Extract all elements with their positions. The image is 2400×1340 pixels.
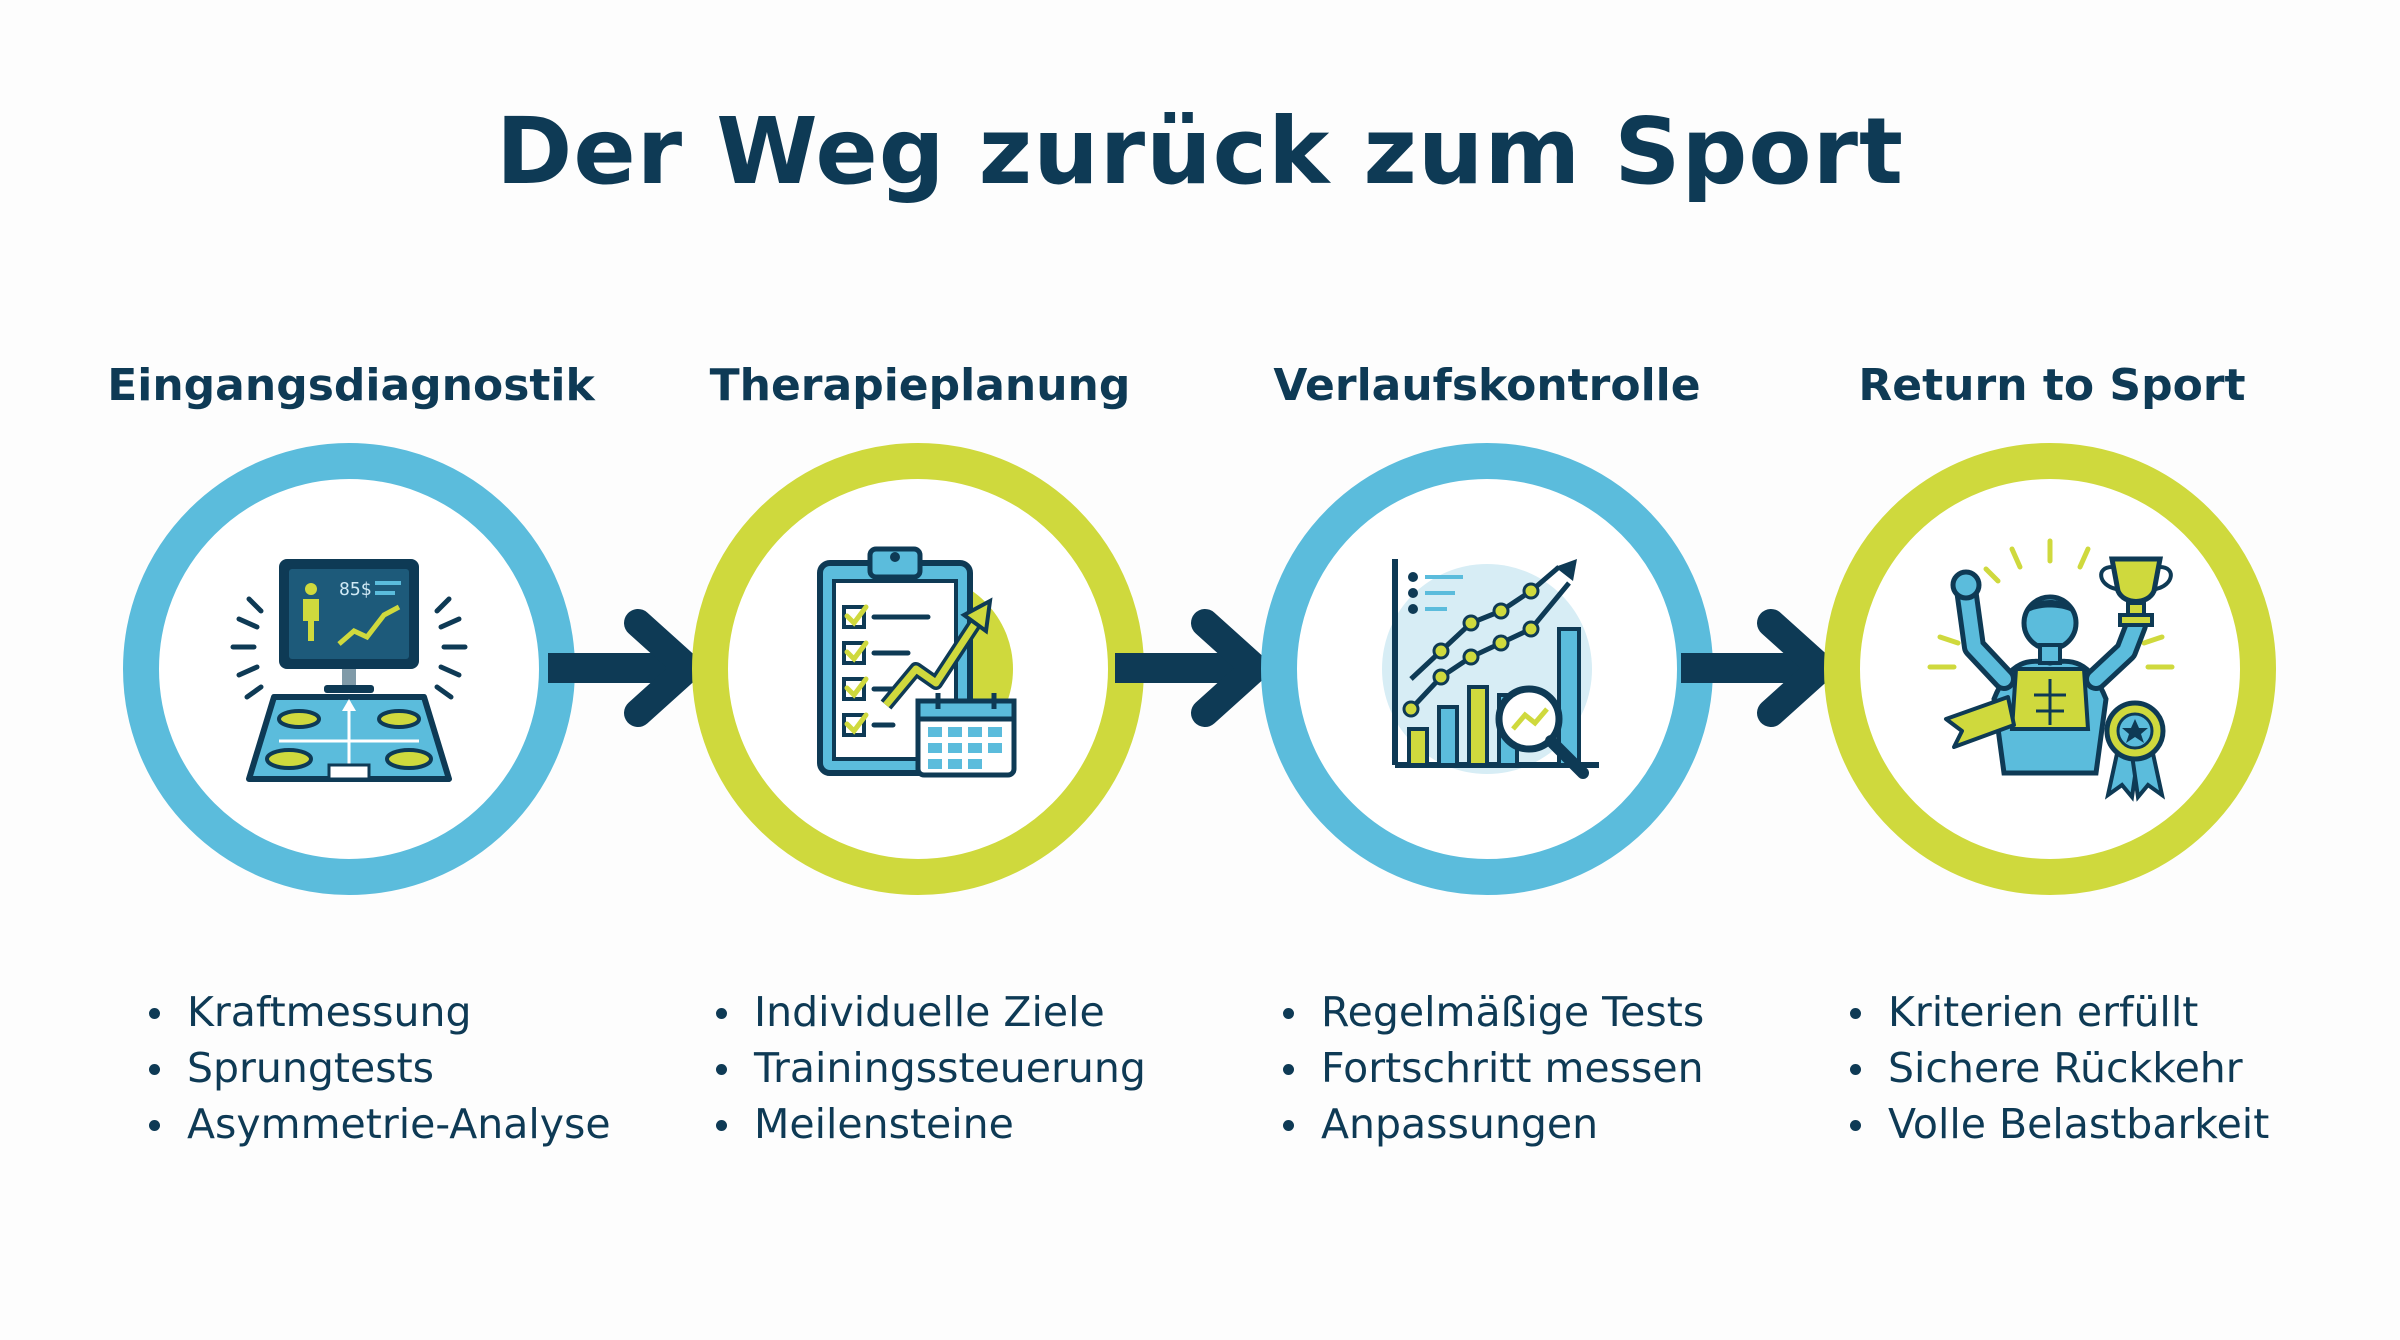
step-circle-return-to-sport	[1824, 443, 2276, 895]
list-item: Trainingssteuerung	[712, 1040, 1146, 1096]
list-item: Individuelle Ziele	[712, 984, 1146, 1040]
list-item: Regelmäßige Tests	[1279, 984, 1704, 1040]
step-title-eingangsdiagnostik: Eingangsdiagnostik	[107, 360, 595, 411]
step-title-therapieplanung: Therapieplanung	[709, 360, 1131, 411]
list-item: Sichere Rückkehr	[1846, 1040, 2269, 1096]
force-plate-monitor-icon: 85$	[230, 559, 468, 782]
bullet-list-therapieplanung: Individuelle Ziele Trainingssteuerung Me…	[712, 984, 1146, 1152]
list-item: Meilensteine	[712, 1096, 1146, 1152]
arrow-right-icon	[548, 609, 702, 727]
step-circle-eingangsdiagnostik: 85$	[123, 443, 575, 895]
list-item: Fortschritt messen	[1279, 1040, 1704, 1096]
bullet-list-return-to-sport: Kriterien erfüllt Sichere Rückkehr Volle…	[1846, 984, 2269, 1152]
step-circle-therapieplanung	[692, 443, 1144, 895]
bullet-list-eingangsdiagnostik: Kraftmessung Sprungtests Asymmetrie-Anal…	[145, 984, 611, 1152]
step-title-verlaufskontrolle: Verlaufskontrolle	[1273, 360, 1701, 411]
list-item: Sprungtests	[145, 1040, 611, 1096]
list-item: Volle Belastbarkeit	[1846, 1096, 2269, 1152]
page-title: Der Weg zurück zum Sport	[496, 98, 1904, 205]
list-item: Kriterien erfüllt	[1846, 984, 2269, 1040]
list-item: Kraftmessung	[145, 984, 611, 1040]
athlete-trophy-icon	[1927, 538, 2175, 802]
monitor-readout: 85$	[339, 579, 372, 600]
step-circle-verlaufskontrolle	[1261, 443, 1713, 895]
clipboard-plan-icon	[817, 546, 1017, 778]
arrow-right-icon	[1681, 609, 1835, 727]
bullet-list-verlaufskontrolle: Regelmäßige Tests Fortschritt messen Anp…	[1279, 984, 1704, 1152]
progress-chart-icon	[1382, 559, 1599, 779]
list-item: Asymmetrie-Analyse	[145, 1096, 611, 1152]
step-title-return-to-sport: Return to Sport	[1858, 360, 2246, 411]
list-item: Anpassungen	[1279, 1096, 1704, 1152]
arrow-right-icon	[1115, 609, 1269, 727]
